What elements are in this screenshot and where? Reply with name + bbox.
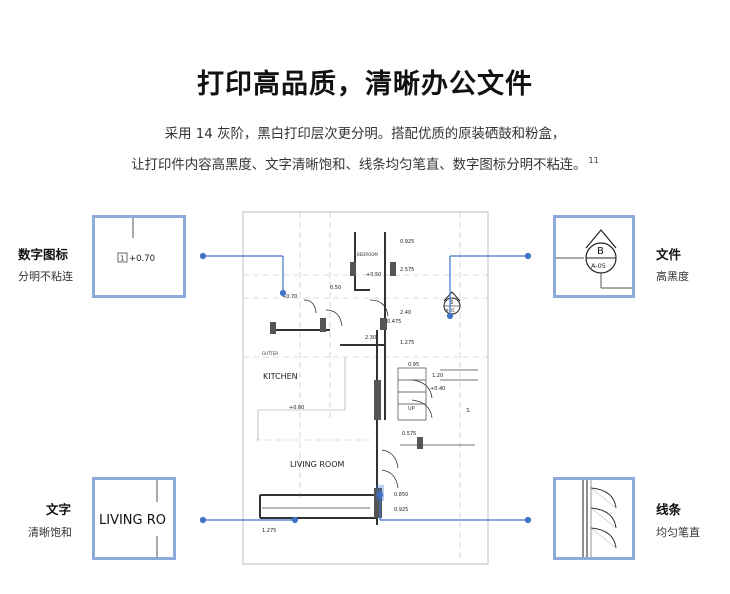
subtitle-line-2: 让打印件内容高黑度、文字清晰饱和、线条均匀笔直、数字图标分明不粘连。11 (0, 152, 730, 175)
subtitle-line-2-text: 让打印件内容高黑度、文字清晰饱和、线条均匀笔直、数字图标分明不粘连。 (131, 158, 587, 173)
plan-label-up: UP (408, 406, 415, 412)
plan-dim: +0.50 (366, 272, 381, 278)
zoom-marker-code: A-05 (591, 262, 606, 270)
plan-label-kitchen: KITCHEN (263, 372, 298, 381)
callout-lines-sub: 均匀笔直 (656, 526, 700, 539)
zoom-box-digits: 1 +0.70 (92, 215, 186, 298)
plan-dim: 0.475 (387, 319, 401, 325)
callout-digits-sub: 分明不粘连 (18, 270, 73, 283)
zoom-text-sample: LIVING RO (99, 513, 166, 528)
callout-file-title: 文件 (656, 247, 682, 262)
zoom-digit-value: +0.70 (129, 254, 155, 264)
plan-marker-letter: B (449, 299, 453, 306)
plan-dim: 0.50 (330, 285, 341, 291)
footnote-mark: 11 (588, 156, 599, 165)
zoom-digit-tag: 1 (120, 255, 124, 263)
plan-dim: 1.20 (432, 373, 443, 379)
plan-dim: 0.850 (394, 492, 408, 498)
zoom-marker-letter: B (597, 246, 604, 257)
zoom-box-lines (553, 477, 635, 560)
callout-file-sub: 高黑度 (656, 270, 689, 283)
plan-dim: 2.40 (400, 310, 411, 316)
plan-dim: 0.95 (408, 362, 419, 368)
plan-dim: 1.275 (400, 340, 414, 346)
zoom-box-text: LIVING RO (92, 477, 176, 560)
plan-label-bedroom: BEDROOM (357, 252, 378, 257)
headline: 打印高品质，清晰办公文件 (197, 69, 533, 100)
callout-text-title: 文字 (46, 502, 72, 517)
plan-dim: +0.40 (430, 386, 445, 392)
callout-lines-title: 线条 (656, 502, 682, 517)
plan-dim: 2.575 (400, 267, 414, 273)
plan-dim: 0.575 (402, 431, 416, 437)
subtitle-line-1: 采用 14 灰阶，黑白打印层次更分明。搭配优质的原装硒鼓和粉盒， (164, 127, 566, 142)
plan-label-living-room: LIVING ROOM (290, 460, 345, 469)
plan-dim: 0.925 (394, 507, 408, 513)
callout-digits-title: 数字图标 (18, 247, 69, 262)
plan-dim: +0.70 (282, 294, 297, 300)
plan-dim: 2.30 (365, 335, 376, 341)
callout-text-sub: 清晰饱和 (28, 526, 72, 539)
zoom-box-file: B A-05 (553, 215, 635, 298)
plan-label-gutter: GUTTER (262, 351, 278, 356)
plan-dim: 3. (466, 408, 471, 414)
plan-dim: 1.275 (262, 528, 276, 534)
plan-dim: +0.60 (289, 405, 304, 411)
plan-dim: 0.925 (400, 239, 414, 245)
